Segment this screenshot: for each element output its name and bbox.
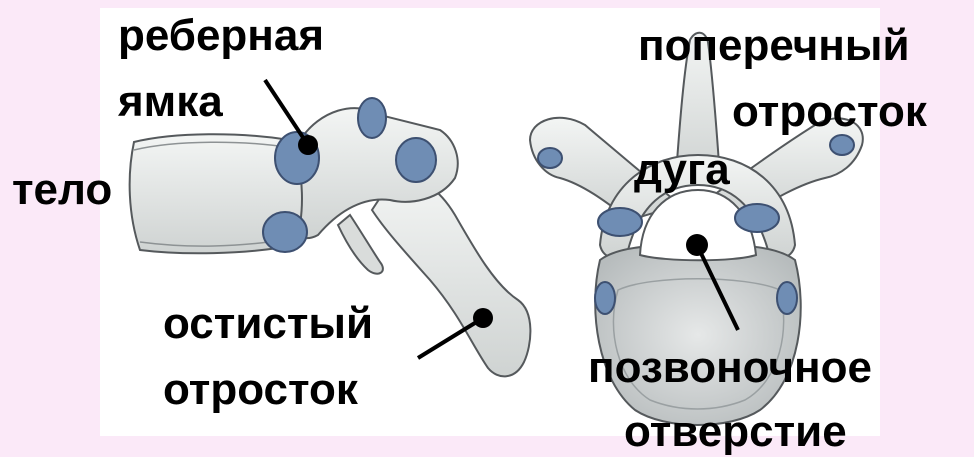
label-foramen-line2: отверстие [624,410,847,454]
left-articular-facet [598,208,642,236]
transverse-costal-facet [396,138,436,182]
right-articular-facet [735,204,779,232]
right-costal-facet [777,282,797,314]
right-transverse-tip-facet [830,135,854,155]
vertebral-body-top [595,245,801,425]
label-foramen-line1: позвоночное [588,346,872,390]
label-transverse-line1: поперечный [638,24,910,68]
left-costal-facet [595,282,615,314]
label-body: тело [12,168,112,212]
inferior-costal-facet [263,212,307,252]
label-spinous-line2: отросток [163,368,358,412]
label-arch: дуга [634,148,730,192]
left-transverse-tip-facet [538,148,562,168]
label-transverse-line2: отросток [732,90,927,134]
spinous-process [372,175,530,376]
superior-articular-facet [358,98,386,138]
label-spinous-line1: остистый [163,302,373,346]
inferior-articular-process [338,215,383,274]
rib-facet-pointer-dot [298,135,318,155]
label-rib-facet-line1: реберная [118,14,324,58]
spinous-pointer-dot [473,308,493,328]
foramen-pointer-dot [686,234,708,256]
label-rib-facet-line2: ямка [118,80,223,124]
